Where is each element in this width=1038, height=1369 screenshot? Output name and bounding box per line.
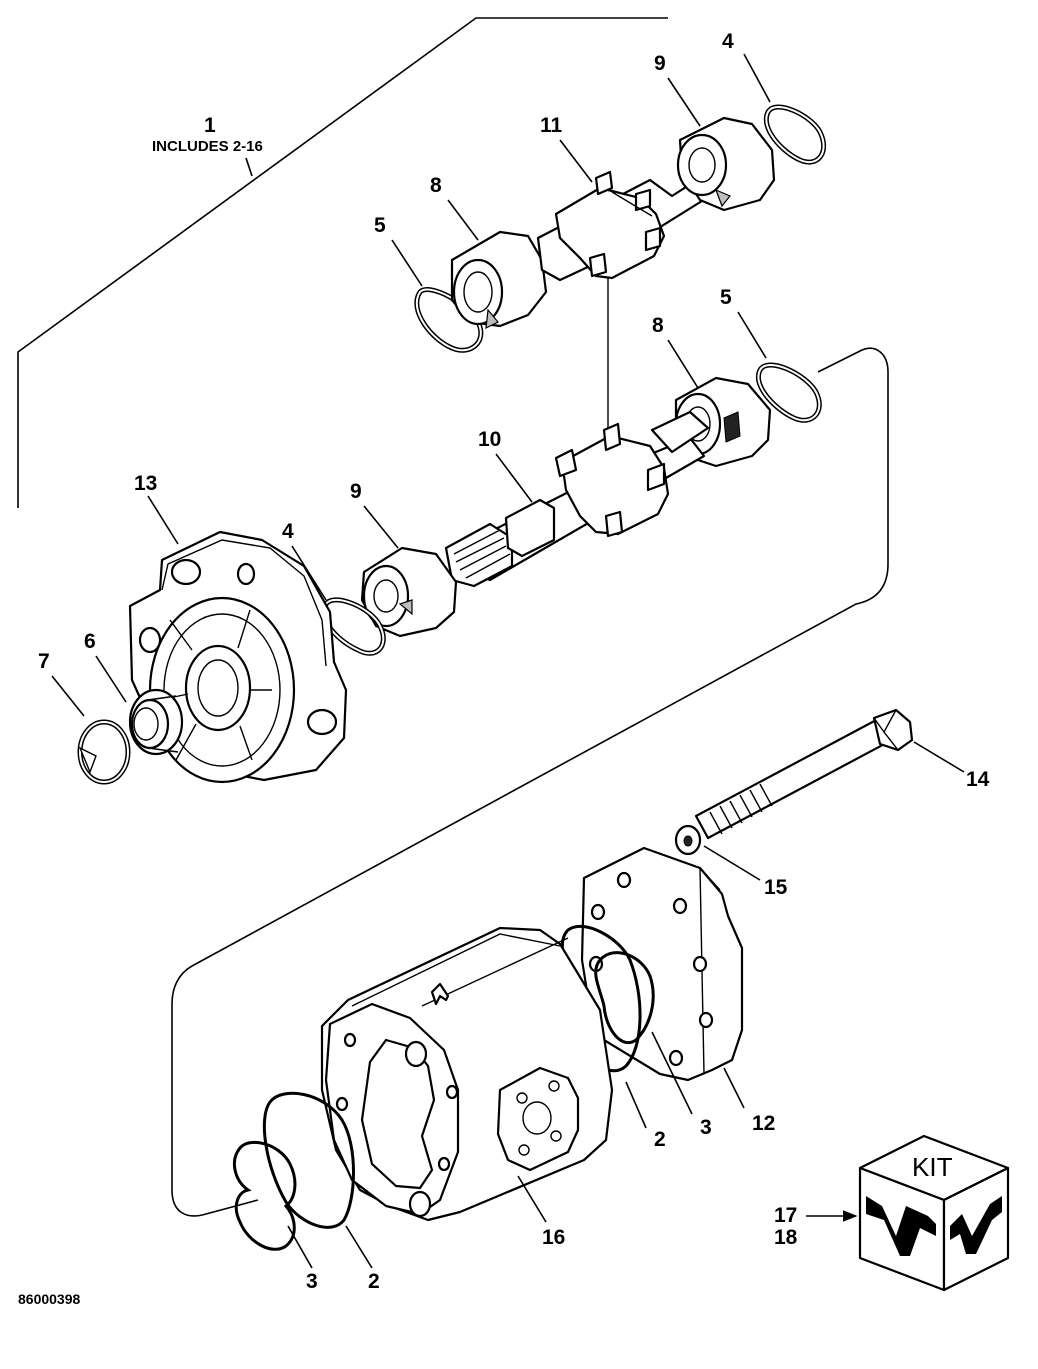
callout-13: 13 [134, 472, 157, 495]
idler-gear-shaft[interactable] [536, 170, 712, 282]
callout-16: 16 [542, 1226, 565, 1249]
callout-6: 6 [84, 630, 96, 653]
lock-washer[interactable] [674, 824, 702, 856]
callout-8-middle: 8 [652, 314, 664, 337]
retaining-ring[interactable] [77, 719, 131, 785]
shaft-lip-seal[interactable] [128, 688, 184, 756]
callout-17: 17 [774, 1204, 797, 1227]
callout-9-upper: 9 [654, 52, 666, 75]
seal-rear[interactable] [594, 951, 655, 1045]
assembly-bracket-line [17, 17, 668, 508]
gasket-front[interactable] [262, 1091, 355, 1229]
callout-8-upper: 8 [430, 174, 442, 197]
rear-end-cover[interactable] [580, 846, 744, 1082]
bearing-block-upper[interactable] [450, 230, 548, 330]
bearing-block-middle-left[interactable] [360, 546, 458, 638]
callout-1-note: INCLUDES 2-16 [152, 138, 263, 155]
wave-logo-icon [866, 1196, 936, 1256]
wave-logo-icon-right [950, 1196, 1002, 1254]
callout-3-rear: 3 [700, 1116, 712, 1139]
callout-2-rear: 2 [654, 1128, 666, 1151]
callout-18: 18 [774, 1226, 798, 1249]
drive-gear-shaft[interactable] [444, 410, 710, 588]
callout-1: 1 [204, 114, 216, 137]
gear-housing[interactable] [320, 926, 614, 1222]
callout-4-middle: 4 [282, 520, 294, 543]
callout-3-front: 3 [306, 1270, 318, 1293]
kit-cube-logo: KIT [858, 1134, 1010, 1292]
callout-4-upper: 4 [722, 30, 734, 53]
through-bolt[interactable] [694, 708, 914, 840]
kit-label: KIT [912, 1152, 953, 1182]
seal-front[interactable] [232, 1140, 297, 1251]
seal-ring-upper-right[interactable] [763, 104, 827, 165]
callout-12: 12 [752, 1112, 775, 1135]
seal-ring-middle-right[interactable] [755, 362, 822, 423]
callout-15: 15 [764, 876, 788, 899]
callout-leaders [51, 53, 965, 1269]
callout-9-middle: 9 [350, 480, 362, 503]
figure-number: 86000398 [18, 1291, 81, 1307]
callout-14: 14 [966, 768, 990, 791]
front-flange-cover[interactable] [128, 530, 348, 784]
bearing-block-upper-right[interactable] [676, 116, 776, 212]
callout-5-middle: 5 [720, 286, 732, 309]
callout-11: 11 [540, 114, 563, 137]
assembly-loop-line [171, 347, 889, 1217]
callout-7: 7 [38, 650, 50, 673]
callout-10: 10 [478, 428, 501, 451]
callout-5-upper: 5 [374, 214, 386, 237]
callout-2-front: 2 [368, 1270, 380, 1293]
